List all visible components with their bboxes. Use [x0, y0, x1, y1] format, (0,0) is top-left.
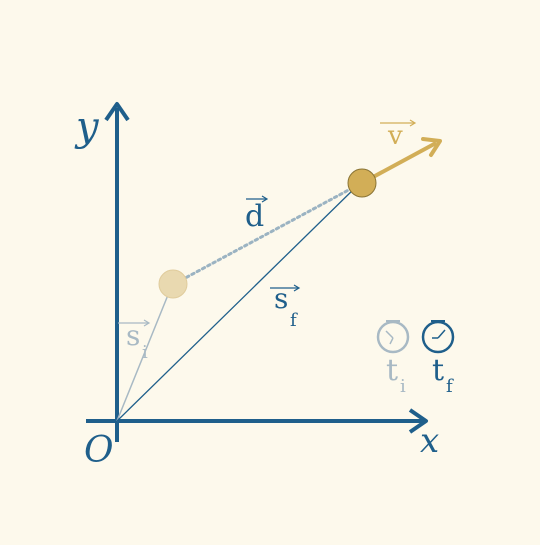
clock-icon [421, 320, 455, 354]
displacement-vector [174, 184, 358, 285]
final-position-vector [116, 185, 358, 422]
displacement-label: d [245, 199, 264, 234]
velocity-label: v [387, 121, 403, 151]
y-axis-label: y [74, 104, 100, 150]
clock-icon [376, 320, 410, 354]
final-position-label-subscript: f [290, 310, 298, 331]
initial-position-label-arrowhead [143, 319, 151, 327]
velocity-arrowhead [421, 137, 442, 157]
x-axis-label: x [420, 421, 439, 461]
final-time-label: t [432, 353, 444, 388]
y-axis-arrowhead [104, 102, 130, 122]
initial-position-label-subscript: i [142, 342, 148, 363]
initial-position-point [158, 269, 188, 299]
origin-label: O [84, 430, 114, 471]
final-position-label: s [274, 282, 288, 315]
initial-position-vector [116, 289, 171, 422]
initial-time-label: t [386, 353, 398, 388]
final-position-label-arrowhead [293, 284, 301, 292]
x-axis-arrowhead [408, 408, 428, 434]
initial-time-subscript: i [400, 376, 406, 397]
velocity-label-arrowhead [409, 119, 417, 127]
initial-position-label: s [126, 319, 140, 352]
final-position-point [347, 168, 377, 198]
displacement-label-arrowhead [261, 195, 269, 203]
final-time-subscript: f [446, 376, 454, 397]
